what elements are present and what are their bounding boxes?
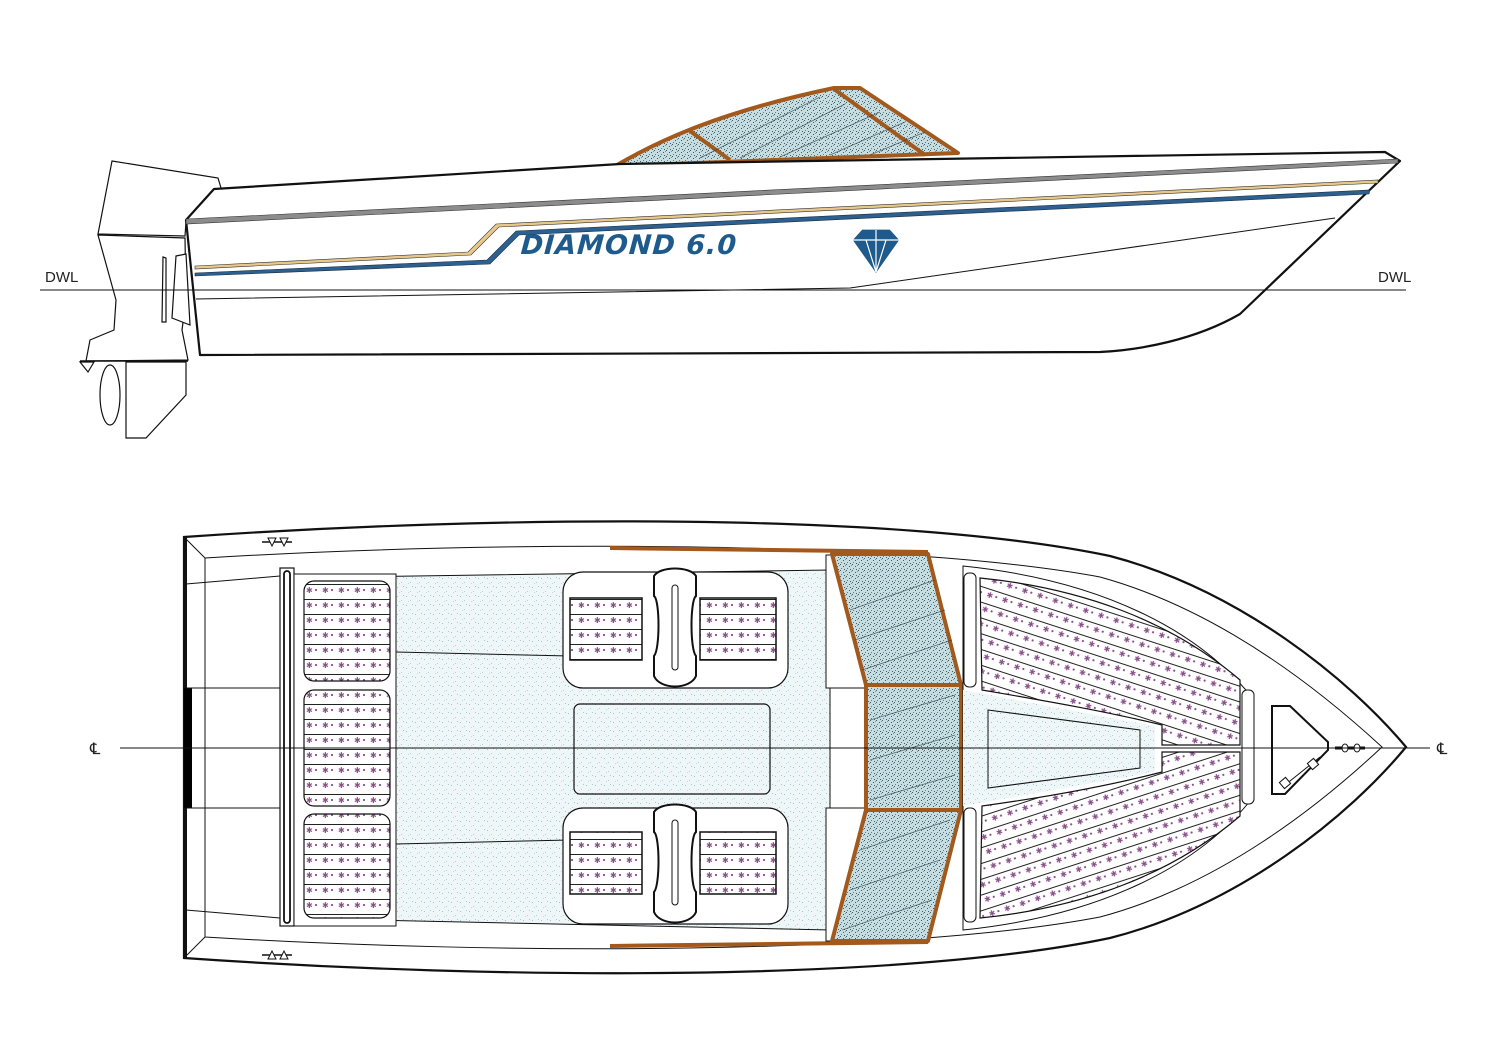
helm-seats-starboard — [562, 803, 789, 925]
windshield-plan — [830, 552, 963, 943]
anchor-locker — [1271, 705, 1329, 795]
motor-skeg — [125, 361, 187, 439]
centerline-label-left: ℄ — [89, 741, 101, 758]
seat-cushion — [569, 597, 643, 661]
windshield-profile — [615, 86, 960, 168]
outboard-motor — [78, 160, 222, 439]
stern-cleat-starboard-icon — [262, 949, 292, 960]
diamond-gem-icon — [851, 228, 901, 276]
brand-name: DIAMOND 6.0 — [520, 230, 738, 261]
rear-cushion-port — [303, 580, 391, 682]
dwl-label-right: DWL — [1378, 269, 1411, 286]
helm-seats-port — [562, 567, 789, 689]
plan-view: ℄ ℄ — [89, 520, 1448, 975]
propeller-icon — [99, 364, 121, 426]
bow-cushion-port — [979, 577, 1241, 746]
floor-hatch — [573, 703, 771, 795]
stern-cleat-port-icon — [262, 537, 292, 548]
seat-cushion — [699, 831, 777, 895]
rear-cushion-starboard — [303, 813, 391, 919]
rubrail — [185, 158, 1399, 225]
hull-profile — [184, 150, 1402, 357]
bow-locker-hatch — [987, 709, 1141, 789]
stripe-blue — [194, 189, 1371, 277]
stripe-tan — [194, 179, 1379, 270]
seat-cushion — [699, 597, 777, 661]
bow-cushion-starboard — [979, 751, 1241, 919]
side-rail-port — [609, 546, 929, 554]
dwl-label-left: DWL — [45, 269, 78, 286]
seat-cushion — [569, 831, 643, 895]
profile-view: DIAMOND 6.0 DWL DWL — [40, 86, 1411, 439]
centerline-label-right: ℄ — [1436, 741, 1448, 758]
chine-line — [195, 217, 1336, 300]
